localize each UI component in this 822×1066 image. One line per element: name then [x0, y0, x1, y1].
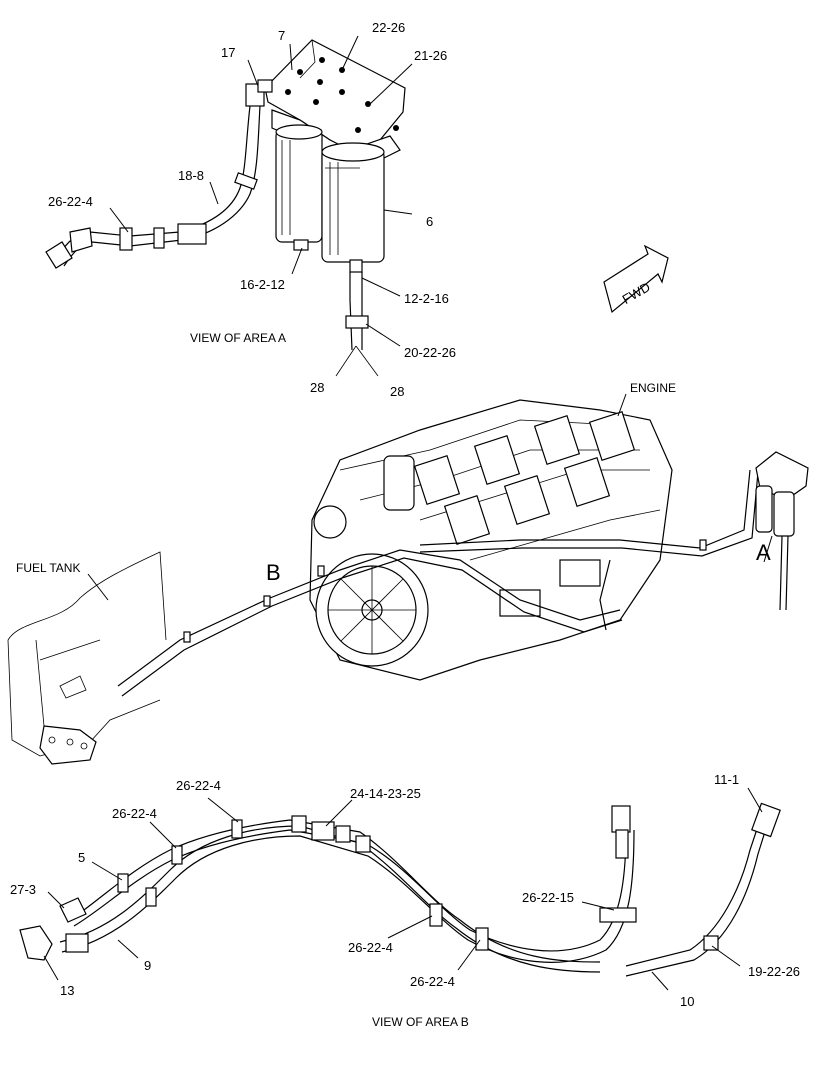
callout-19-22-26: 19-22-26 [748, 964, 800, 979]
callout-21-26: 21-26 [414, 48, 447, 63]
callout-26-22-4-lower-right: 26-22-4 [410, 974, 455, 989]
callout-11-1: 11-1 [714, 772, 739, 787]
fuel-filter-right [321, 142, 385, 273]
callout-26-22-4-area-a: 26-22-4 [48, 194, 93, 209]
callout-20-22-26: 20-22-26 [404, 345, 456, 360]
callout-26-22-15: 26-22-15 [522, 890, 574, 905]
callout-22-26: 22-26 [372, 20, 405, 35]
callout-5: 5 [78, 850, 85, 865]
callout-18-8: 18-8 [178, 168, 204, 183]
callout-17: 17 [221, 45, 235, 60]
callout-28-right: 28 [390, 384, 404, 399]
callout-26-22-4-mid: 26-22-4 [112, 806, 157, 821]
area-marker-b: B [266, 560, 281, 585]
area-marker-a: A [756, 540, 771, 565]
valve-covers [413, 410, 636, 546]
callout-leaders [43, 35, 773, 991]
hose-5 [69, 819, 601, 963]
callout-12-2-16: 12-2-16 [404, 291, 449, 306]
caption-engine: ENGINE [630, 381, 676, 395]
callout-7: 7 [278, 28, 285, 43]
flywheel [315, 553, 429, 667]
callout-10: 10 [680, 994, 694, 1009]
forward-direction-arrow: FWD [603, 244, 669, 314]
plate-bolts [285, 57, 399, 133]
callout-26-22-4-top: 26-22-4 [176, 778, 221, 793]
hose-9 [59, 825, 627, 952]
fuel-tank [7, 551, 167, 765]
callout-16-2-12: 16-2-12 [240, 277, 285, 292]
callout-13: 13 [60, 983, 74, 998]
view-area-a [45, 39, 406, 377]
callout-24-14-23-25: 24-14-23-25 [350, 786, 421, 801]
fuel-filter-left [275, 124, 323, 251]
callout-9: 9 [144, 958, 151, 973]
callout-labels: 17 7 22-26 21-26 18-8 26-22-4 6 16-2-12 … [10, 20, 800, 1009]
engine-illustration [309, 399, 673, 681]
caption-view-area-a: VIEW OF AREA A [190, 331, 286, 345]
fuel-filters-mounted [755, 451, 809, 611]
main-fuel-lines [117, 469, 759, 697]
callout-28-left: 28 [310, 380, 324, 395]
caption-fuel-tank: FUEL TANK [16, 561, 80, 575]
callout-26-22-4-lower-left: 26-22-4 [348, 940, 393, 955]
hose-10 [625, 819, 761, 967]
callout-27-3: 27-3 [10, 882, 36, 897]
callout-6: 6 [426, 214, 433, 229]
view-area-b [19, 802, 781, 977]
caption-view-area-b: VIEW OF AREA B [372, 1015, 469, 1029]
